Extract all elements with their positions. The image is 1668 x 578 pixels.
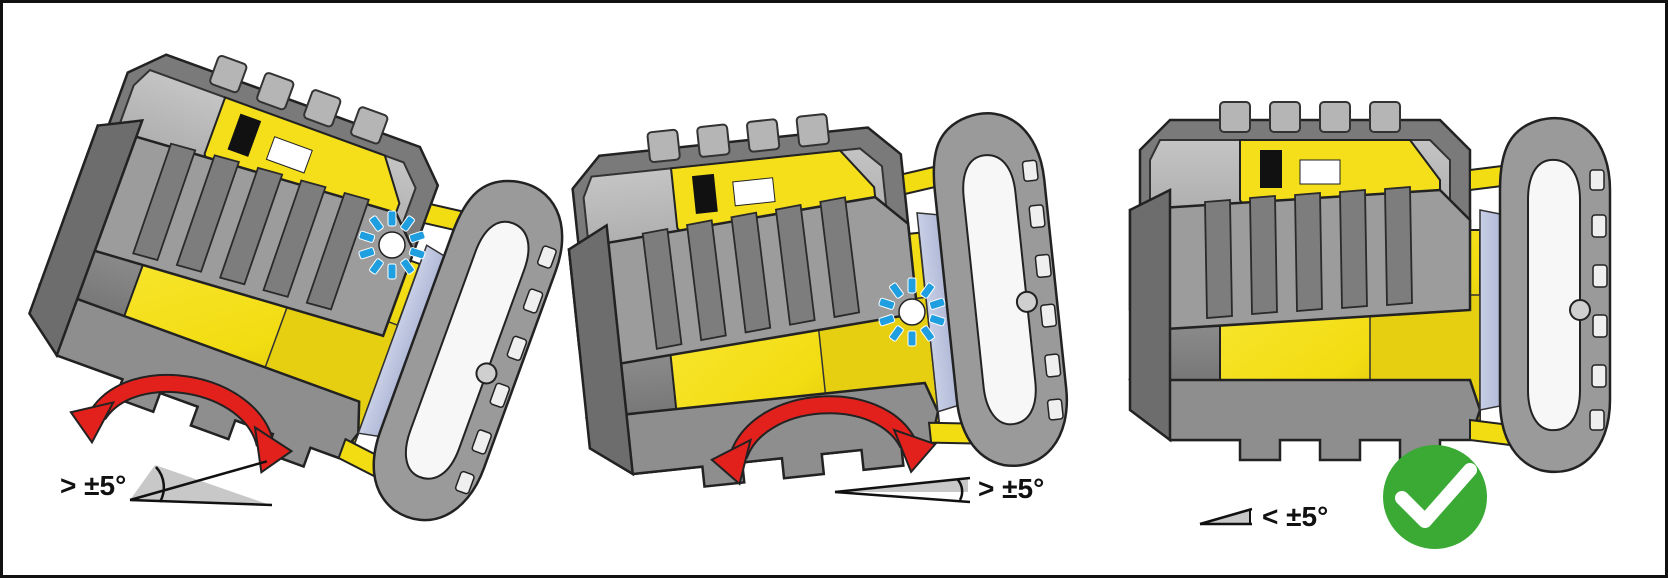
laser-device-illustration [6,22,588,538]
angle-wedge-icon [834,476,971,504]
panel-level [1128,100,1612,549]
tilt-angle-label: > ±5° [978,473,1045,504]
panel-tilted-large [6,22,588,538]
tilt-angle-label: > ±5° [60,470,127,501]
angle-wedge-icon [1199,507,1253,526]
laser-device-illustration [1128,100,1612,474]
angle-wedge-icon [129,460,273,507]
tilt-angle-label: < ±5° [1262,501,1329,532]
checkmark-icon [1383,445,1487,549]
panel-tilted-slight [556,90,1075,512]
laser-device-illustration [556,90,1075,512]
